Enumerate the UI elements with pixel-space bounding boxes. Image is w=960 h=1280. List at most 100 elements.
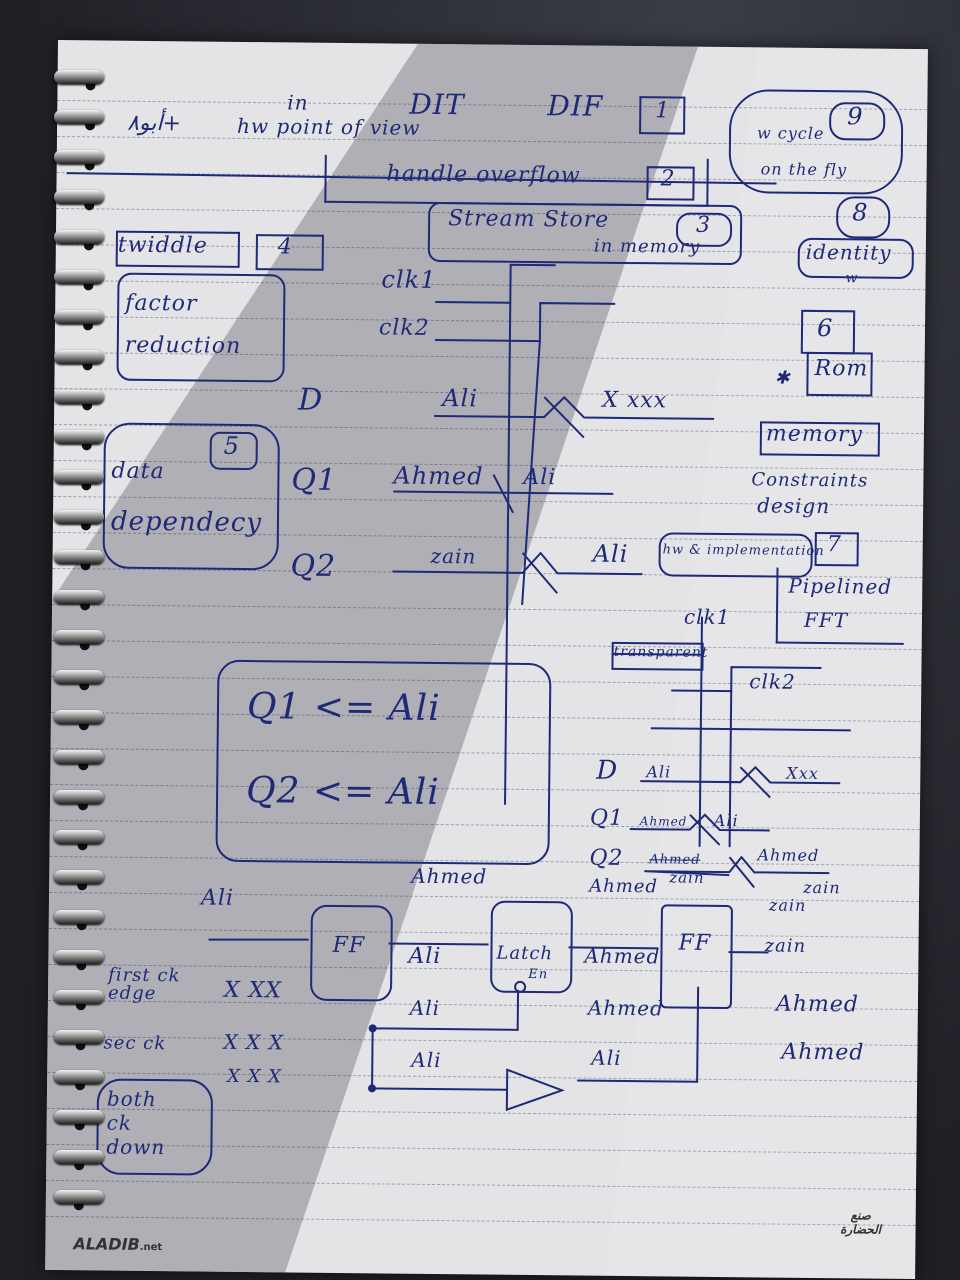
- hw-implementation-label: hw & implementation: [662, 542, 825, 560]
- memory-label: memory: [765, 421, 863, 448]
- dif-label: DIF: [547, 89, 604, 123]
- clk-divider-line: [650, 727, 851, 732]
- d2-label: D: [596, 755, 619, 786]
- identity-w-label: w: [845, 270, 859, 287]
- q2b-value-ahmed-right: Ahmed: [757, 845, 820, 866]
- handle-overflow-label: handle overflow: [386, 161, 581, 189]
- q1b-signal-line: [629, 813, 770, 832]
- sec-ck-ali: Ali: [411, 1047, 442, 1073]
- spiral-rings: [54, 0, 140, 1280]
- q2b-value-zain: zain: [669, 868, 705, 887]
- q2-value-ali: Ali: [592, 539, 629, 568]
- row3-xxx: X X X: [227, 1065, 283, 1088]
- first-ck-ahmed: Ahmed: [587, 995, 664, 1021]
- ff1-label: FF: [332, 932, 366, 959]
- clk2-waveform: [434, 302, 616, 343]
- q1-value-ahmed: Ahmed: [393, 461, 484, 491]
- latch-enable-wire: [372, 989, 520, 1031]
- d2-value-xxx: Xxx: [786, 763, 819, 784]
- design-label: design: [757, 493, 831, 519]
- input-wire: [208, 938, 309, 941]
- q2b-label: Q2: [589, 845, 624, 871]
- item-8-number: 8: [852, 198, 869, 227]
- d-value-xxxx: X xxx: [602, 387, 668, 414]
- buffer-symbol: [505, 1068, 565, 1112]
- clk1-waveform: [435, 263, 556, 304]
- en-label: En: [528, 966, 549, 983]
- ff1-to-latch-wire: [388, 942, 489, 946]
- identity-label: identity: [805, 239, 892, 265]
- q1b-value-ahmed: Ahmed: [639, 814, 688, 829]
- q2-label: Q2: [290, 548, 337, 584]
- factor-reduction-bubble: [116, 272, 286, 383]
- q2b-value-ahmed: Ahmed: [589, 875, 659, 898]
- hw-point-of-view: hw point of view: [236, 113, 421, 140]
- clk1-label: clk1: [381, 265, 437, 294]
- latch-label: Latch: [496, 942, 554, 965]
- item-3-number: 3: [695, 212, 712, 238]
- d2-value-ali: Ali: [646, 762, 672, 782]
- sec-ck-xxx: X X X: [223, 1029, 285, 1055]
- q2b-signal-line: [649, 855, 830, 875]
- fft-label: FFT: [803, 607, 849, 633]
- inverter-bubble: [514, 980, 527, 993]
- q1-value-ali: Ali: [523, 464, 557, 491]
- w-cycle-label: w cycle: [756, 123, 825, 144]
- asterisk-icon: ✱: [774, 367, 791, 389]
- d-label: D: [298, 382, 324, 418]
- clk1b-label: clk1: [683, 604, 731, 630]
- aladib-suffix: .net: [139, 1241, 163, 1254]
- item-1-number: 1: [655, 98, 671, 124]
- item-9-number: 9: [847, 102, 864, 131]
- rom-label: Rom: [814, 355, 869, 382]
- right-ahmed-1: Ahmed: [775, 991, 860, 1018]
- item-7-number: 7: [826, 532, 842, 558]
- item-2-number: 2: [660, 166, 676, 192]
- q2-value-zain: zain: [430, 543, 477, 569]
- clk2b-waveform: [671, 666, 822, 693]
- ff2-clock-wire: [577, 986, 700, 1083]
- right-zain-3: zain: [764, 935, 807, 957]
- right-zain-1: zain: [803, 877, 841, 898]
- circuit-ali-mid: Ali: [408, 943, 442, 970]
- pipelined-label: Pipelined: [788, 573, 893, 599]
- latch-to-ff2-wire: [568, 946, 659, 950]
- circuit-ahmed-mid: Ahmed: [584, 943, 661, 969]
- notebook-page: أبو٨+ in hw point of view DIT DIF 1 w cy…: [45, 40, 928, 1280]
- clk2-label: clk2: [378, 315, 430, 341]
- assignment-q1: Q1 <= Ali: [246, 686, 441, 730]
- ink-drawing: [66, 172, 851, 1112]
- d-signal-line: [434, 395, 715, 420]
- reduction-label: reduction: [124, 332, 242, 359]
- item-6-number: 6: [816, 313, 834, 343]
- item-4-number: 4: [277, 234, 293, 260]
- q2-signal-line: [392, 551, 643, 576]
- header-divider-line: [66, 172, 777, 185]
- q2b-value-ahmed-struck: Ahmed: [649, 852, 701, 868]
- circuit-ahmed-top: Ahmed: [411, 863, 488, 889]
- clk1b-waveform: [611, 652, 702, 656]
- transparent-label: transparent: [613, 643, 709, 661]
- right-ahmed-2: Ahmed: [781, 1039, 865, 1066]
- in-label: in: [287, 90, 309, 115]
- clk1-guide-line: [504, 302, 512, 805]
- constraints-label: Constraints: [751, 469, 869, 492]
- circuit-ali-top: Ali: [200, 885, 235, 911]
- d2-signal-line: [640, 765, 841, 785]
- ff2-label: FF: [678, 930, 712, 956]
- first-ck-ali: Ali: [409, 995, 441, 1021]
- stream-store-label: Stream Store: [448, 206, 610, 233]
- dit-label: DIT: [409, 87, 465, 122]
- clk2-guide-line: [521, 340, 541, 605]
- corner-arabic-watermark: صنع الحضارة: [840, 1208, 882, 1237]
- sec-ck-ali-right: Ali: [591, 1045, 622, 1070]
- q1b-value-ali: Ali: [713, 810, 739, 831]
- clk2b-label: clk2: [749, 669, 796, 694]
- flip-flop-2: [659, 904, 733, 1010]
- item-5-number: 5: [223, 431, 241, 460]
- assignment-q2: Q2 <= Ali: [245, 770, 441, 814]
- first-ck-xxx: X XX: [223, 977, 283, 1004]
- right-zain-2: zain: [768, 895, 807, 915]
- d-value-ali: Ali: [442, 384, 479, 413]
- q1-label: Q1: [291, 462, 338, 498]
